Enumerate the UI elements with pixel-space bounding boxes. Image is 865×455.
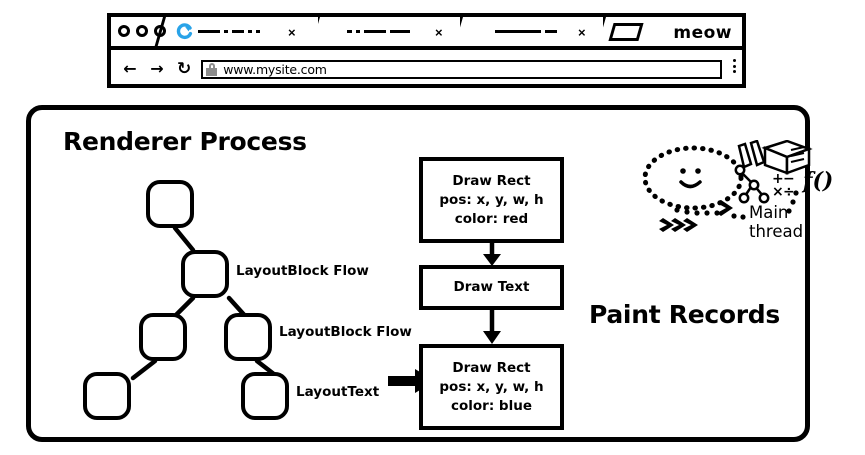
connector-arrow-1 (479, 243, 505, 272)
svg-text:×: × (772, 184, 784, 200)
kebab-menu-icon[interactable] (733, 59, 736, 73)
math-symbols-icon: +− ×÷ (772, 171, 799, 214)
layout-tree-node-block-2[interactable] (139, 313, 187, 361)
browser-toolbar: ← → ↻ www.mysite.com (111, 50, 742, 84)
svg-text:f(): f() (801, 168, 833, 194)
paint-record-line: Draw Rect (452, 359, 531, 376)
new-tab-button[interactable] (608, 23, 644, 41)
browser-window: × × × meo (107, 13, 746, 88)
smiley-face-icon (642, 145, 744, 211)
paint-record-draw-rect-red[interactable]: Draw Rect pos: x, y, w, h color: red (419, 157, 564, 243)
connector-arrow-2 (479, 310, 505, 350)
layout-tree-node-block-3[interactable] (224, 313, 272, 361)
paint-record-line: color: blue (451, 397, 532, 414)
paint-record-draw-rect-blue[interactable]: Draw Rect pos: x, y, w, h color: blue (419, 344, 564, 430)
address-bar-url: www.mysite.com (223, 61, 327, 77)
svg-text:−: − (783, 171, 795, 187)
layout-tree-node-text-1[interactable] (83, 372, 131, 420)
node-graph-icon (734, 164, 770, 204)
svg-text:+: + (772, 171, 784, 187)
paint-records-title: Paint Records (589, 300, 780, 329)
pencils-icon (737, 139, 766, 169)
window-control-dot-1[interactable] (118, 25, 130, 37)
svg-text:÷: ÷ (783, 184, 795, 200)
open-book-icon (761, 139, 813, 175)
tab-2-close-icon[interactable]: × (435, 25, 443, 40)
layout-tree-node-block-1[interactable] (181, 250, 229, 298)
tab-3-title-placeholder (495, 29, 557, 34)
paint-record-line: pos: x, y, w, h (439, 378, 544, 395)
layout-tree-node-text-2[interactable] (241, 372, 289, 420)
browser-tab-strip: × × × meo (111, 17, 742, 50)
layout-tree-edges (130, 225, 282, 381)
tab-1-title-placeholder (198, 29, 260, 34)
label-layoutblock-flow-2: LayoutBlock Flow (279, 324, 412, 340)
label-layouttext: LayoutText (296, 384, 380, 400)
reload-icon[interactable]: ↻ (177, 59, 192, 79)
paint-record-line: color: red (454, 210, 529, 227)
paint-record-line: Draw Rect (452, 172, 531, 189)
label-layoutblock-flow-1: LayoutBlock Flow (236, 263, 369, 279)
tab-2-title-placeholder (347, 29, 410, 34)
window-control-dot-2[interactable] (136, 25, 148, 37)
browser-tab-3[interactable]: × (465, 17, 603, 46)
main-thread-doodle: +− ×÷ f() (641, 139, 833, 232)
tab-1-close-icon[interactable]: × (288, 25, 296, 40)
browser-brand-label: meow (673, 23, 732, 43)
page-title: Renderer Process (63, 127, 307, 156)
tab-3-close-icon[interactable]: × (578, 25, 586, 40)
layout-tree: LayoutBlock Flow LayoutBlock Flow Layout… (31, 110, 815, 447)
padlock-icon (206, 62, 218, 76)
renderer-process-panel: Renderer Process LayoutBlock Flow Layout… (26, 105, 833, 442)
blue-spinner-icon (176, 23, 193, 40)
main-thread-label: Main thread (749, 203, 804, 241)
layout-tree-node-root[interactable] (146, 180, 194, 228)
back-icon[interactable]: ← (123, 59, 137, 78)
address-bar[interactable]: www.mysite.com (201, 59, 722, 79)
function-icon: f() (801, 168, 833, 194)
paint-record-draw-text[interactable]: Draw Text (419, 265, 564, 310)
forward-icon[interactable]: → (150, 59, 164, 78)
paint-record-line: pos: x, y, w, h (439, 191, 544, 208)
browser-tab-1[interactable]: × (168, 17, 318, 46)
paint-record-line: Draw Text (453, 279, 530, 295)
chevron-arrows-icon (659, 200, 733, 232)
browser-tab-2[interactable]: × (322, 17, 460, 46)
